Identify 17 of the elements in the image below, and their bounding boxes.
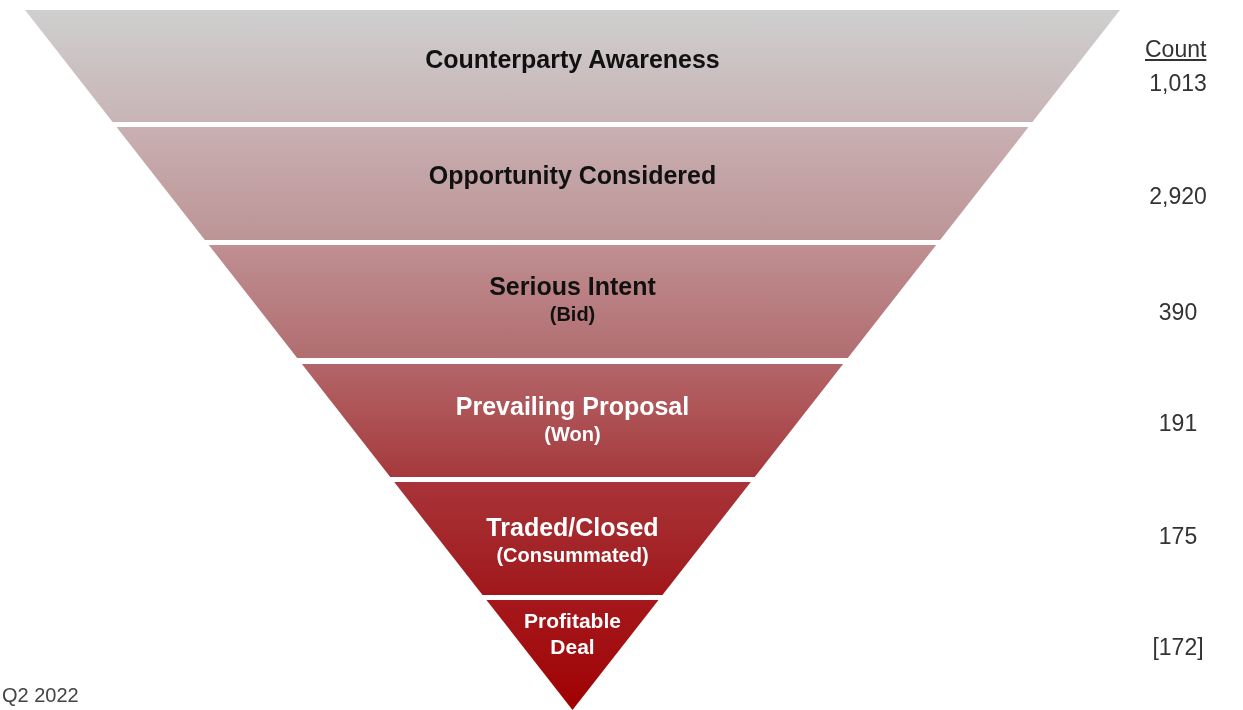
stage-subtitle: (Consummated) (495, 543, 650, 569)
column-header: Count (1145, 38, 1207, 61)
count-value: 191 (1157, 412, 1199, 435)
stage-title: Counterparty Awareness (424, 44, 721, 75)
stage-title: Opportunity Considered (427, 160, 718, 191)
stage-title: Serious Intent (488, 271, 657, 302)
count-value: 1,013 (1148, 72, 1208, 95)
date-note: Q2 2022 (2, 685, 79, 705)
stage-subtitle: (Bid) (548, 302, 597, 328)
count-value: [172] (1151, 636, 1205, 659)
stage-subtitle: (Won) (543, 422, 602, 448)
count-value: 2,920 (1148, 185, 1208, 208)
count-value: 390 (1157, 301, 1199, 324)
count-value: 175 (1157, 525, 1199, 548)
stage-title: Profitable Deal (523, 608, 622, 661)
stage-title: Prevailing Proposal (454, 391, 691, 422)
stage-title: Traded/Closed (485, 512, 660, 543)
